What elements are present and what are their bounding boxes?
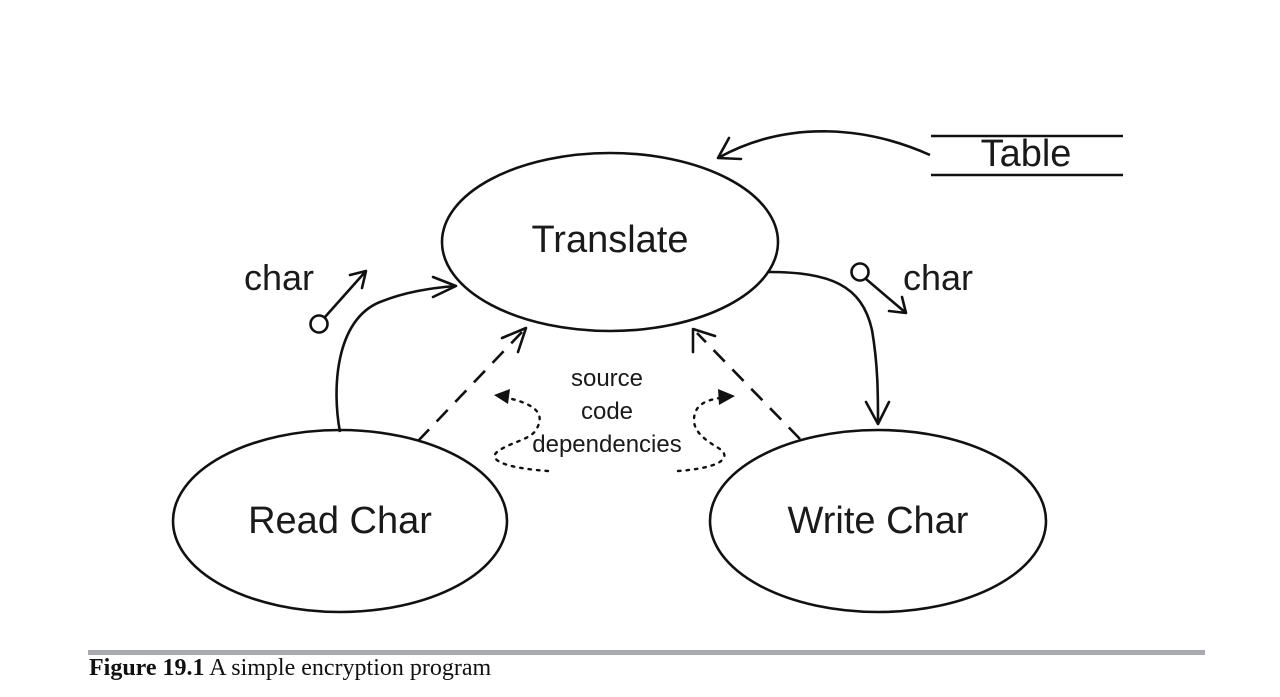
read-source-dependency xyxy=(417,326,528,442)
table-flow-arrowhead xyxy=(716,136,743,161)
table-datastore: Table xyxy=(931,133,1123,177)
read-flow-arrowhead xyxy=(431,275,458,299)
right-pointer-arrowhead xyxy=(718,389,735,405)
char-out-arrowhead xyxy=(887,295,908,315)
char-out-shaft xyxy=(865,278,907,314)
table-label: Table xyxy=(981,133,1072,175)
read-dependency-line xyxy=(417,331,523,442)
char-in-shaft xyxy=(324,270,367,318)
dependency-pointers xyxy=(493,389,735,473)
read-flow-curve xyxy=(335,284,457,433)
dependency-label-line3: dependencies xyxy=(532,431,681,458)
translate-node: Translate xyxy=(440,151,780,333)
write-char-node: Write Char xyxy=(708,428,1048,614)
char-in-label: char xyxy=(244,257,314,298)
translate-to-write-flow xyxy=(767,270,891,426)
caption-divider xyxy=(88,650,1205,655)
dependency-label: source code dependencies xyxy=(532,365,681,458)
write-flow-curve xyxy=(767,270,880,423)
dependency-label-line2: code xyxy=(581,398,633,425)
write-dependency-line xyxy=(696,332,801,440)
write-char-ellipse xyxy=(708,428,1048,614)
write-source-dependency xyxy=(691,327,801,440)
figure-caption-text: A simple encryption program xyxy=(204,655,492,681)
right-dotted-pointer xyxy=(676,396,726,473)
dependency-label-line1: source xyxy=(571,365,643,392)
translate-label: Translate xyxy=(532,219,689,261)
translate-ellipse xyxy=(440,151,780,333)
left-dotted-pointer xyxy=(493,396,550,473)
read-to-translate-flow xyxy=(335,275,458,433)
char-out-label: char xyxy=(903,257,973,298)
figure-number: Figure 19.1 xyxy=(89,655,205,681)
write-flow-arrowhead xyxy=(864,400,891,426)
table-to-translate-flow xyxy=(716,130,931,161)
char-in-arrowhead xyxy=(348,269,368,290)
write-char-label: Write Char xyxy=(788,500,969,542)
left-pointer-arrowhead xyxy=(494,389,510,404)
table-flow-curve xyxy=(717,130,931,160)
char-in-circle xyxy=(309,314,329,334)
read-dependency-arrowhead xyxy=(500,326,528,354)
char-in-couple: char xyxy=(244,257,368,334)
figure-caption: Figure 19.1 A simple encryption program xyxy=(89,655,491,682)
char-out-circle xyxy=(850,262,870,282)
read-char-label: Read Char xyxy=(248,500,432,542)
read-char-node: Read Char xyxy=(171,428,509,614)
write-dependency-arrowhead xyxy=(691,327,717,354)
char-out-couple: char xyxy=(850,257,973,315)
